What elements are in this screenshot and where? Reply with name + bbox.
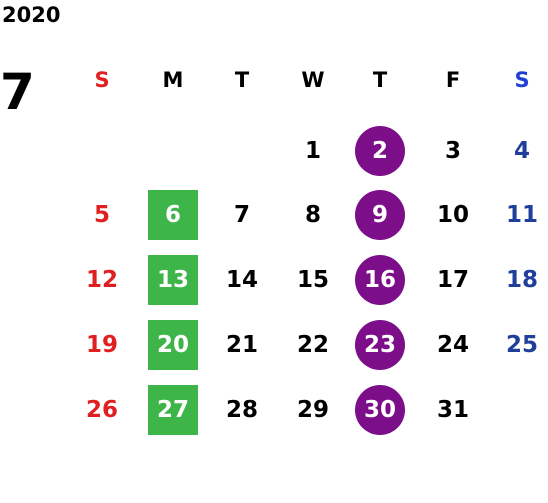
- weekday-label-mon: M: [162, 68, 184, 92]
- calendar-day-3[interactable]: 3: [444, 138, 461, 164]
- calendar-day-13[interactable]: 13: [148, 255, 198, 305]
- weekday-label-fri: F: [445, 68, 461, 92]
- calendar-day-24[interactable]: 24: [436, 332, 469, 358]
- calendar-day-11[interactable]: 11: [505, 202, 538, 228]
- calendar-day-19[interactable]: 19: [85, 332, 118, 358]
- calendar-day-31[interactable]: 31: [436, 397, 469, 423]
- calendar-day-23[interactable]: 23: [355, 320, 405, 370]
- calendar-year: 2020: [2, 3, 61, 27]
- calendar-day-8[interactable]: 8: [304, 202, 321, 228]
- calendar-day-1[interactable]: 1: [304, 138, 321, 164]
- calendar-day-9[interactable]: 9: [355, 190, 405, 240]
- calendar-day-6[interactable]: 6: [148, 190, 198, 240]
- calendar-day-30[interactable]: 30: [355, 385, 405, 435]
- weekday-label-sun: S: [94, 68, 110, 92]
- calendar-day-26[interactable]: 26: [85, 397, 118, 423]
- weekday-label-tue: T: [234, 68, 250, 92]
- calendar-day-16[interactable]: 16: [355, 255, 405, 305]
- calendar-day-10[interactable]: 10: [436, 202, 469, 228]
- calendar-day-28[interactable]: 28: [225, 397, 258, 423]
- weekday-label-sat: S: [514, 68, 530, 92]
- calendar-day-17[interactable]: 17: [436, 267, 469, 293]
- calendar-day-4[interactable]: 4: [513, 138, 530, 164]
- calendar-day-22[interactable]: 22: [296, 332, 329, 358]
- calendar-day-29[interactable]: 29: [296, 397, 329, 423]
- calendar-day-15[interactable]: 15: [296, 267, 329, 293]
- calendar-day-12[interactable]: 12: [85, 267, 118, 293]
- calendar-day-27[interactable]: 27: [148, 385, 198, 435]
- calendar-day-25[interactable]: 25: [505, 332, 538, 358]
- calendar-day-21[interactable]: 21: [225, 332, 258, 358]
- calendar-day-5[interactable]: 5: [93, 202, 110, 228]
- calendar-day-7[interactable]: 7: [233, 202, 250, 228]
- weekday-label-wed: W: [301, 68, 325, 92]
- calendar-day-20[interactable]: 20: [148, 320, 198, 370]
- calendar-month: 7: [0, 63, 35, 121]
- calendar-day-2[interactable]: 2: [355, 126, 405, 176]
- calendar-day-18[interactable]: 18: [505, 267, 538, 293]
- calendar-day-14[interactable]: 14: [225, 267, 258, 293]
- weekday-label-thu: T: [372, 68, 388, 92]
